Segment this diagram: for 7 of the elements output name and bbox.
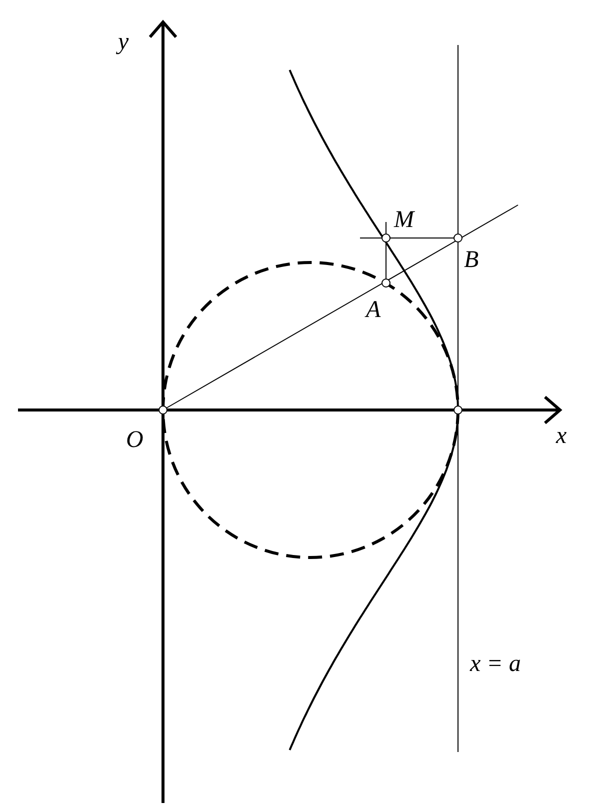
point-label: A bbox=[366, 298, 381, 322]
point-label: O bbox=[126, 428, 144, 452]
point-label: B bbox=[464, 248, 479, 272]
line-label: x = a bbox=[470, 652, 521, 676]
axis-label: x bbox=[556, 424, 567, 448]
axis-label: y bbox=[118, 30, 129, 54]
point-label: M bbox=[394, 208, 414, 232]
